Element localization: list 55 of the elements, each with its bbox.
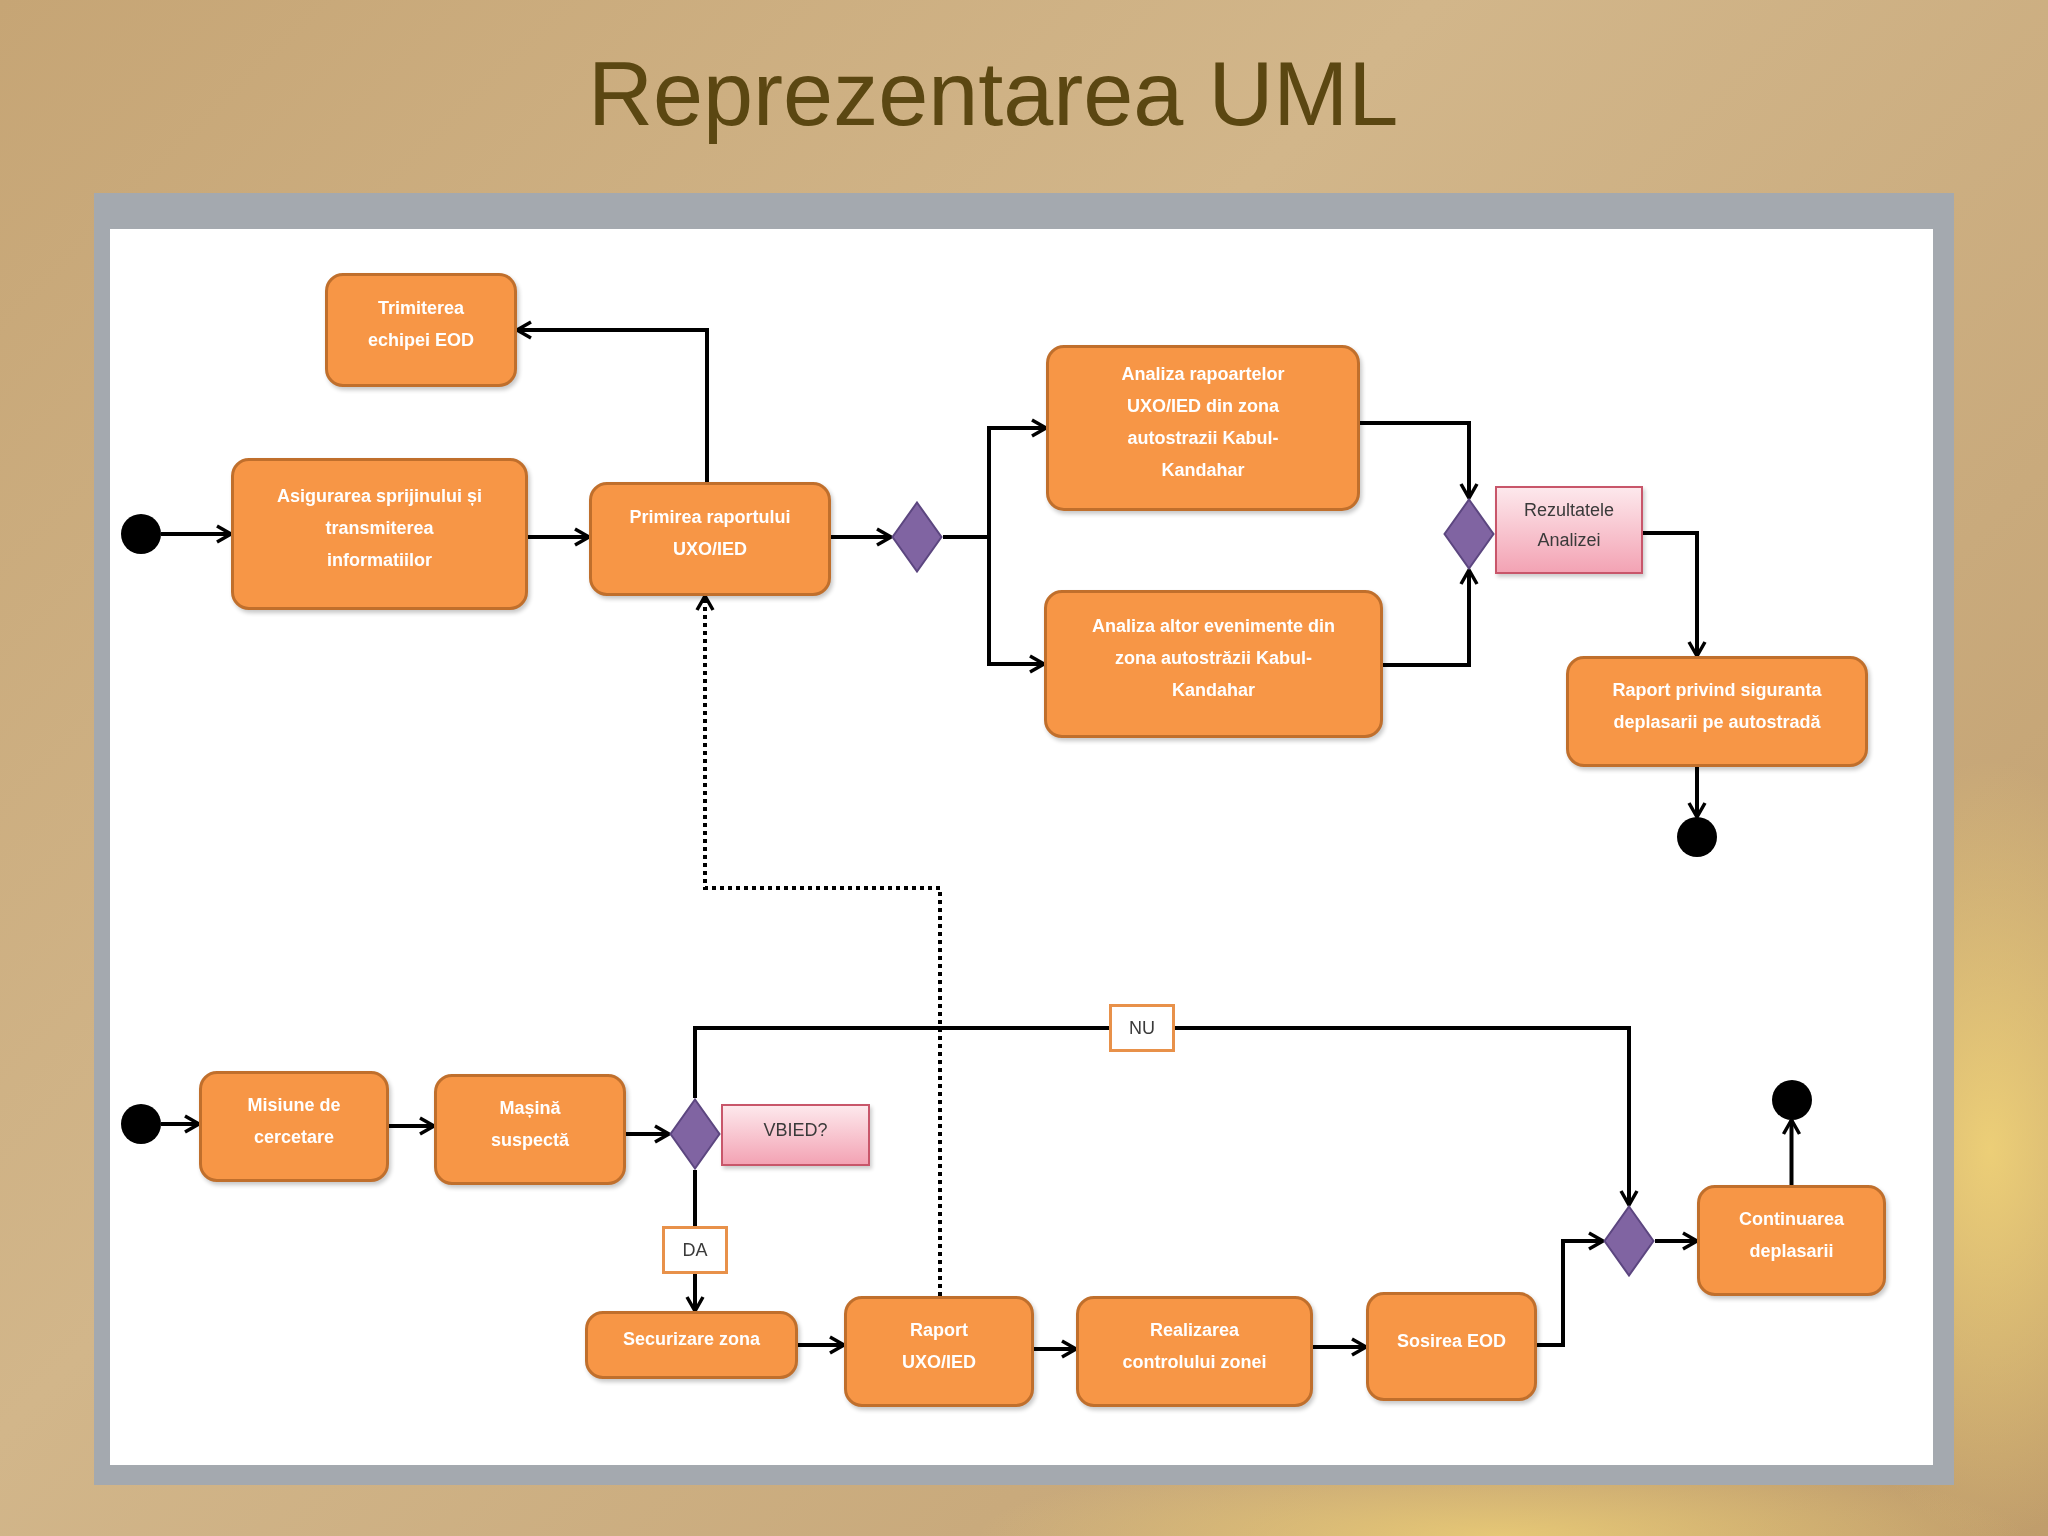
dotted-arrow (695, 594, 942, 1296)
flow-arrow (515, 320, 709, 482)
flow-arrow (1360, 421, 1479, 500)
decision-diamond (1603, 1205, 1655, 1277)
flow-arrow (798, 1335, 846, 1355)
flow-arrow (389, 1116, 436, 1136)
flow-arrow (1687, 767, 1707, 819)
activity-box (1366, 1292, 1537, 1401)
activity-text: Analiza rapoartelor UXO/IED din zona autostrazii Kabul-Kandahar (1120, 363, 1286, 482)
edge-label: DA (662, 1226, 728, 1274)
flow-arrow (161, 524, 233, 544)
activity-box (585, 1311, 798, 1379)
activity-box (589, 482, 831, 596)
flow-arrow (1383, 568, 1479, 667)
flow-arrow (693, 1026, 1639, 1207)
activity-text: Continuarea deplasarii (1738, 1207, 1845, 1263)
activity-text: Raport privind siguranta deplasarii pe autostradă (1611, 678, 1823, 734)
flow-arrow (1313, 1337, 1368, 1357)
note-text: VBIED? (763, 1119, 828, 1142)
activity-box (231, 458, 528, 610)
activity-box (325, 273, 517, 387)
activity-box (1046, 345, 1360, 511)
activity-text: Primirea raportului UXO/IED (628, 506, 792, 561)
activity-text: Misiune de cercetare (246, 1093, 342, 1149)
slide-title: Reprezentarea UML (588, 43, 1399, 146)
decision-diamond (891, 501, 943, 573)
activity-box (1697, 1185, 1886, 1296)
flow-arrow (1781, 1118, 1802, 1185)
flow-arrow (1655, 1231, 1699, 1251)
flow-arrow (1643, 531, 1707, 658)
flow-arrow (626, 1124, 671, 1144)
flow-arrow (161, 1114, 201, 1134)
activity-box (1076, 1296, 1313, 1407)
flow-arrow (831, 527, 893, 547)
activity-text: Trimiterea echipei EOD (367, 297, 475, 352)
activity-box (844, 1296, 1034, 1407)
note-box (1495, 486, 1643, 574)
flow-arrow (528, 527, 591, 547)
flow-arrow (1537, 1231, 1605, 1347)
activity-text: Securizare zona (622, 1328, 761, 1351)
note-text: Rezultatele Analizei (1522, 499, 1616, 552)
activity-text: Mașină suspectă (489, 1096, 570, 1152)
activity-box (199, 1071, 389, 1182)
activity-box (1566, 656, 1868, 767)
activity-text: Asigurarea sprijinului și transmiterea informatiilor (275, 485, 484, 572)
flow-arrow (943, 535, 1046, 674)
activity-box (434, 1074, 626, 1185)
edge-label: NU (1109, 1004, 1175, 1052)
flow-arrow (1034, 1339, 1078, 1359)
activity-text: Sosirea EOD (1396, 1329, 1506, 1353)
activity-box (1044, 590, 1383, 738)
activity-text: Analiza altor evenimente din zona autostrăzii Kabul-Kandahar (1090, 615, 1337, 702)
activity-text: Realizarea controlului zonei (1121, 1318, 1268, 1374)
activity-text: Raport UXO/IED (901, 1318, 977, 1374)
note-box (721, 1104, 870, 1166)
